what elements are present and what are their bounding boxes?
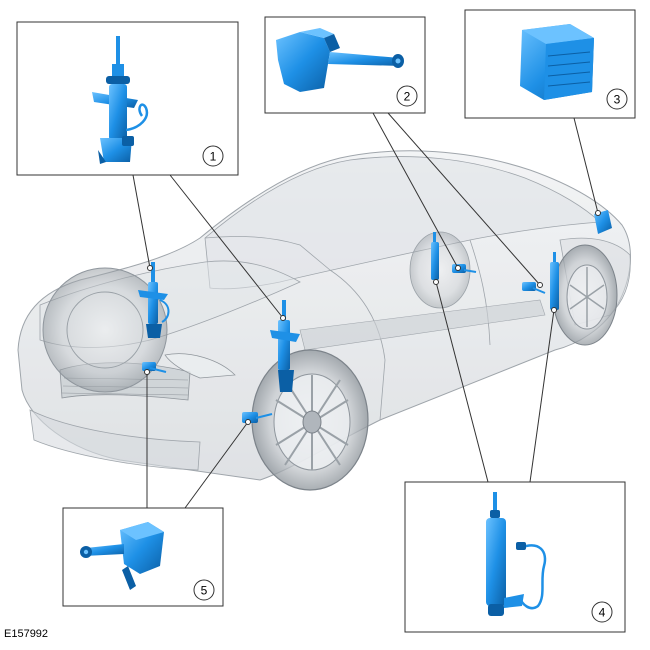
callout-number-1: 1: [210, 150, 217, 164]
leader-endpoints: [144, 210, 601, 425]
rear-shock-illustration: [486, 492, 547, 616]
rear-right-height-sensor: [522, 282, 546, 294]
trunk-control-module: [594, 210, 612, 234]
front-height-sensor-illustration: [80, 522, 164, 590]
front-right-strut: [270, 300, 300, 392]
front-left-wheel: [42, 267, 168, 393]
height-sensor-illustration: [276, 28, 404, 92]
leader-lines: [132, 112, 599, 509]
callout-box-2: 2: [264, 16, 426, 114]
callout-number-3: 3: [614, 93, 621, 107]
callout-box-1: 1: [16, 21, 239, 176]
callout-box-3: 3: [464, 9, 636, 119]
callout-number-2: 2: [404, 90, 411, 104]
callout-number-4: 4: [599, 606, 606, 620]
rear-right-wheel: [552, 244, 618, 346]
front-left-height-sensor: [142, 362, 167, 373]
figure-id: E157992: [4, 628, 49, 640]
rear-left-shock: [431, 232, 439, 280]
front-right-wheel: [251, 349, 369, 491]
callout-box-4: 4: [404, 481, 626, 633]
callout-number-5: 5: [201, 584, 208, 598]
rear-right-shock: [550, 252, 559, 310]
front-strut-illustration: [92, 36, 149, 164]
front-left-strut: [138, 262, 170, 338]
control-module-illustration: [520, 24, 594, 100]
callout-box-5: 5: [62, 507, 224, 607]
